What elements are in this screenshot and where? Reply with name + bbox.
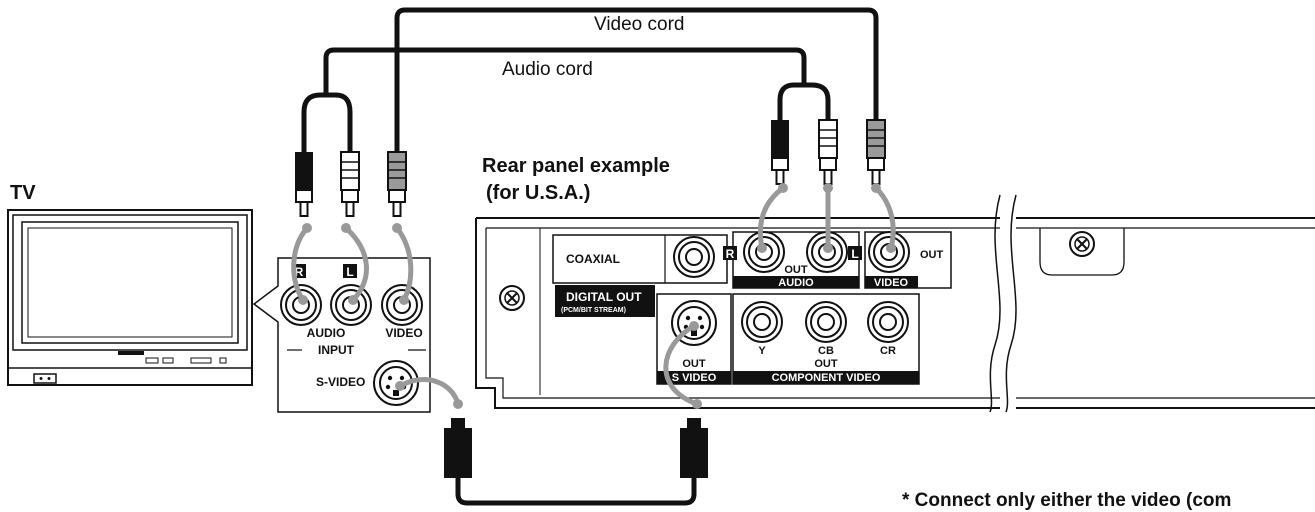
player-audio-r-plug — [770, 109, 790, 185]
connection-arrow-dots — [298, 183, 896, 409]
component-video-label: COMPONENT VIDEO — [772, 372, 881, 384]
coaxial-jack[interactable] — [673, 236, 715, 278]
svideo-cord — [444, 418, 708, 506]
tv-audio-r-plug — [294, 141, 314, 217]
component-y-label: Y — [758, 345, 766, 357]
digital-out-label: DIGITAL OUT — [566, 290, 642, 304]
tv-video-jack[interactable] — [381, 284, 423, 326]
tv-audio-r-jack[interactable] — [280, 284, 322, 326]
component-y-jack[interactable] — [741, 301, 783, 343]
svideo-out-label: OUT — [682, 358, 706, 370]
chassis-screw-right — [1069, 231, 1095, 257]
player-audio-l-plug — [818, 109, 838, 185]
component-cb-jack[interactable] — [805, 301, 847, 343]
video-out-label: OUT — [920, 249, 944, 261]
audio-cord-label: Audio cord — [502, 59, 593, 80]
player-l-badge — [848, 246, 862, 260]
tv-input-label: INPUT — [318, 343, 355, 357]
tv-video-plug — [387, 141, 407, 217]
tv-r-label: R — [295, 265, 304, 279]
connection-arrows — [291, 185, 896, 407]
tv-audio-l-plug — [340, 141, 360, 217]
tv-audio-label: AUDIO — [307, 326, 346, 340]
tv-svideo-label: S-VIDEO — [316, 375, 365, 389]
component-cr-label: CR — [880, 345, 896, 357]
rear-panel-subheading: (for U.S.A.) — [486, 182, 590, 204]
tv-l-label: L — [346, 265, 353, 279]
video-cord — [394, 7, 879, 155]
pcm-bitstream-label: (PCM/BIT STREAM) — [561, 307, 626, 314]
component-cb-label: CB — [818, 345, 834, 357]
coaxial-label: COAXIAL — [566, 252, 620, 266]
tv-set — [7, 209, 253, 386]
chassis-screw-left — [499, 285, 525, 311]
tv-label: TV — [10, 182, 36, 204]
svideo-label: S VIDEO — [672, 372, 717, 384]
player-r-label: R — [726, 247, 735, 261]
audio-out-label: OUT — [784, 264, 808, 276]
player-r-badge — [723, 246, 737, 260]
player-chassis — [475, 194, 1315, 413]
component-out-label: OUT — [814, 358, 838, 370]
player-video-plug — [866, 109, 886, 185]
audio-cord — [301, 47, 831, 155]
tv-l-badge — [343, 264, 357, 278]
tv-video-label: VIDEO — [385, 326, 422, 340]
player-l-label: L — [851, 247, 858, 261]
rear-panel-heading: Rear panel example — [482, 155, 670, 177]
audio-label: AUDIO — [778, 277, 814, 289]
video-label: VIDEO — [874, 277, 909, 289]
component-cr-jack[interactable] — [867, 301, 909, 343]
tv-audio-l-jack[interactable] — [330, 284, 372, 326]
footnote: * Connect only either the video (com — [902, 490, 1231, 511]
video-cord-label: Video cord — [594, 14, 685, 35]
